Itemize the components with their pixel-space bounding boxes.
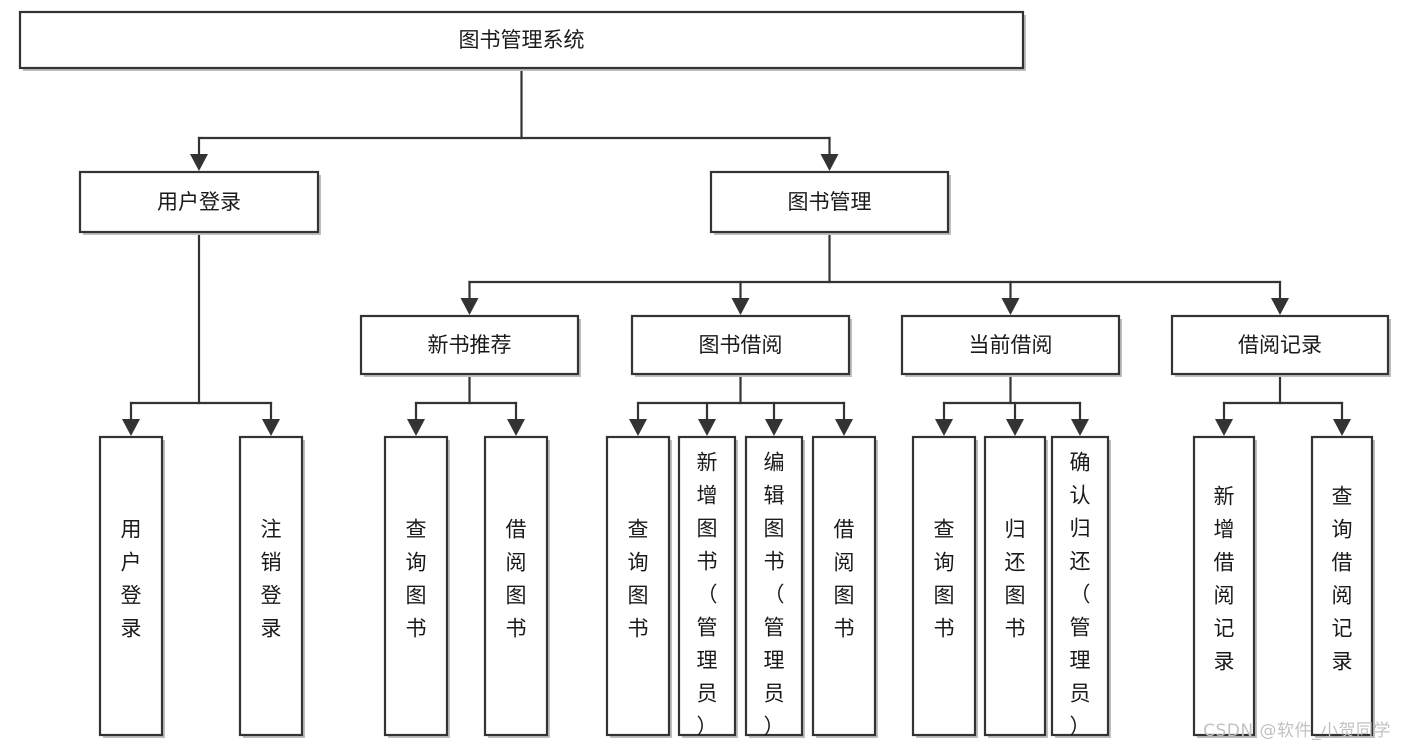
node-label: 图书管理系统 [459,28,585,52]
arrow-head-icon [1215,419,1233,436]
arrow-head-icon [698,419,716,436]
csdn-watermark: CSDN @软件_小贺同学 [1203,721,1391,741]
arrow-head-icon [190,154,208,171]
node-label: 归还图书 [1005,518,1026,641]
node-label: 新增借阅记录 [1214,485,1235,674]
node-box[interactable] [18,10,1025,70]
node-box[interactable] [605,435,671,737]
node-label: 用户登录 [121,518,142,641]
node-box[interactable] [238,435,304,737]
arrow-head-icon [765,419,783,436]
arrow-head-icon [507,419,525,436]
node-leaf-logout-login[interactable]: 注销登录 [238,435,305,738]
edge-group-new-book-recommend [407,372,525,436]
node-box[interactable] [1050,435,1110,737]
node-label: 确认归还（管理员） [1070,451,1091,739]
node-leaf-confirm-return-admin[interactable]: 确认归还（管理员） [1050,435,1111,739]
node-book-management[interactable]: 图书管理 [709,170,951,235]
arrow-head-icon [1001,298,1020,315]
edge-group-current-borrow [935,372,1089,436]
node-box[interactable] [383,435,449,737]
node-box[interactable] [811,435,877,737]
arrow-head-icon [820,154,839,171]
edge-group-root [190,66,839,171]
node-label: 图书管理 [788,190,872,214]
node-label: 查询图书 [628,518,649,641]
node-leaf-query-book-current[interactable]: 查询图书 [911,435,978,738]
node-label: 查询借阅记录 [1332,485,1353,674]
arrow-head-icon [460,298,479,315]
node-box[interactable] [677,435,737,737]
node-box[interactable] [1192,435,1256,737]
node-box[interactable] [483,435,549,737]
edge-group-book-management [460,230,1289,315]
node-label: 新书推荐 [428,333,512,357]
node-label: 借阅图书 [506,518,527,641]
node-leaf-edit-book-admin[interactable]: 编辑图书（管理员） [744,435,805,739]
node-leaf-add-borrow-record[interactable]: 新增借阅记录 [1192,435,1257,738]
node-box[interactable] [1170,314,1390,376]
node-leaf-query-borrow-record[interactable]: 查询借阅记录 [1310,435,1375,738]
arrow-head-icon [1006,419,1024,436]
node-box[interactable] [983,435,1047,737]
node-leaf-borrow-book-borrow[interactable]: 借阅图书 [811,435,878,738]
node-label: 查询图书 [406,518,427,641]
node-leaf-user-login[interactable]: 用户登录 [98,435,165,738]
node-label: 编辑图书（管理员） [764,451,785,739]
arrow-head-icon [1333,419,1351,436]
node-leaf-borrow-book-recommend[interactable]: 借阅图书 [483,435,550,738]
edge-group-book-borrow [629,372,853,436]
arrow-head-icon [407,419,425,436]
node-box[interactable] [900,314,1121,376]
arrow-head-icon [731,298,750,315]
node-root[interactable]: 图书管理系统 [18,10,1026,71]
node-new-book-recommend[interactable]: 新书推荐 [359,314,581,377]
node-box[interactable] [911,435,977,737]
node-label: 新增图书（管理员） [697,451,718,739]
node-box[interactable] [744,435,804,737]
node-borrow-record[interactable]: 借阅记录 [1170,314,1391,377]
arrow-head-icon [835,419,853,436]
node-book-borrow[interactable]: 图书借阅 [630,314,852,377]
edge-group-user-login [122,230,280,436]
edge-group-borrow-record [1215,372,1351,436]
node-label: 用户登录 [157,190,241,214]
arrow-head-icon [122,419,140,436]
node-label: 注销登录 [261,518,282,641]
node-label: 借阅记录 [1238,333,1322,357]
node-box[interactable] [709,170,950,234]
node-box[interactable] [359,314,580,376]
node-box[interactable] [78,170,320,234]
node-box[interactable] [630,314,851,376]
arrow-head-icon [262,419,280,436]
node-label: 图书借阅 [699,333,783,357]
node-leaf-return-book[interactable]: 归还图书 [983,435,1048,738]
arrow-head-icon [935,419,953,436]
node-current-borrow[interactable]: 当前借阅 [900,314,1122,377]
node-box[interactable] [98,435,164,737]
node-box[interactable] [1310,435,1374,737]
node-leaf-query-book-recommend[interactable]: 查询图书 [383,435,450,738]
node-label: 当前借阅 [969,333,1053,357]
arrow-head-icon [1071,419,1089,436]
node-label: 查询图书 [934,518,955,641]
node-leaf-query-book-borrow[interactable]: 查询图书 [605,435,672,738]
node-leaf-add-book-admin[interactable]: 新增图书（管理员） [677,435,738,739]
edges-layer [122,66,1351,436]
arrow-head-icon [629,419,647,436]
node-label: 借阅图书 [834,518,855,641]
node-user-login[interactable]: 用户登录 [78,170,321,235]
arrow-head-icon [1271,298,1289,315]
nodes-layer: 图书管理系统用户登录图书管理新书推荐图书借阅当前借阅借阅记录用户登录注销登录查询… [18,10,1391,739]
